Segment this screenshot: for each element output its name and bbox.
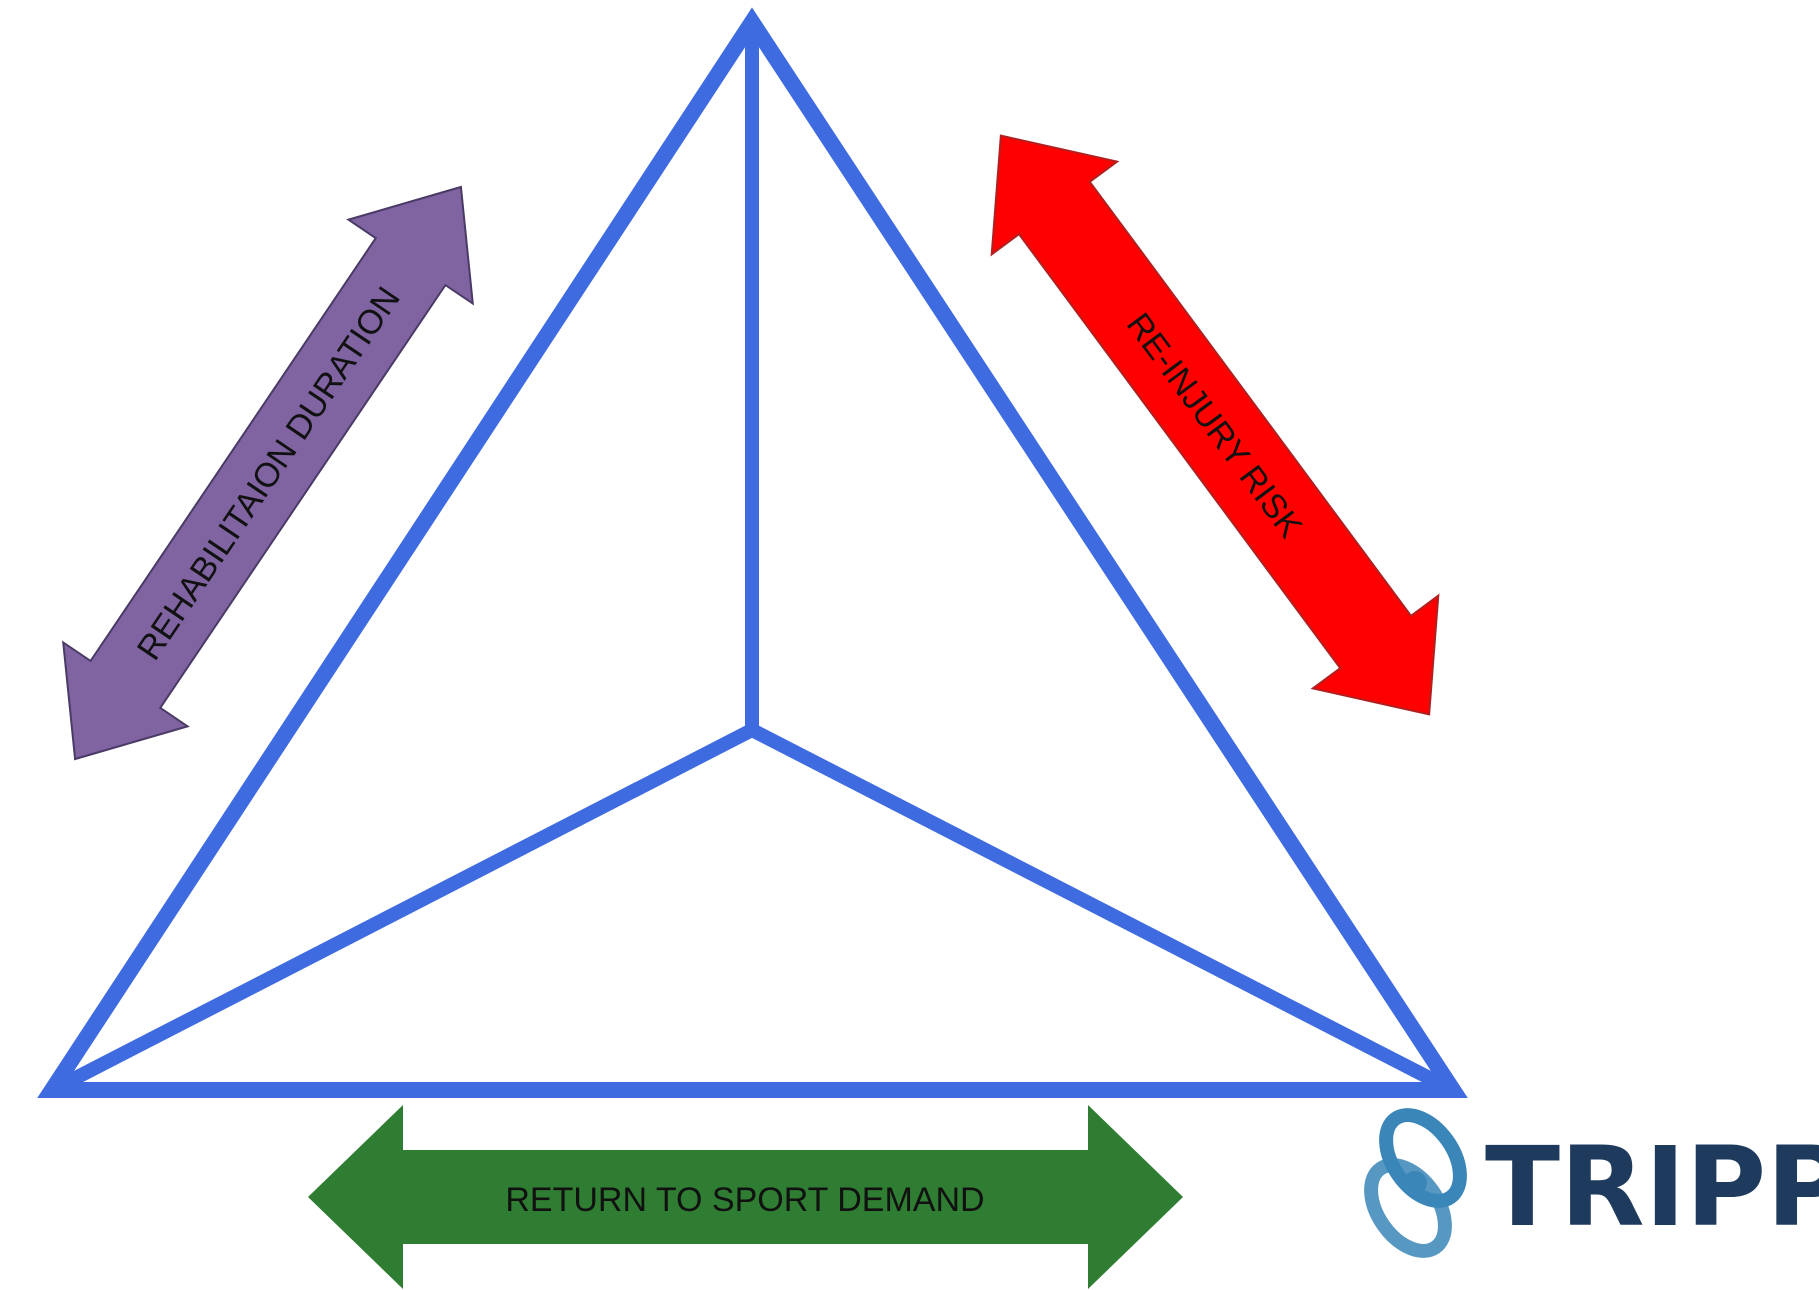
return-to-sport-arrow: RETURN TO SPORT DEMAND (308, 1105, 1183, 1289)
triangle-left-spoke (58, 723, 756, 1092)
tripp-logo: TRIPP (1364, 1108, 1819, 1258)
rehabilitation-arrow-shape (62, 185, 474, 761)
reinjury-risk-label: RE-INJURY RISK (1119, 306, 1310, 545)
triangle-outline (37, 7, 1468, 1098)
triangle-right-spoke (748, 723, 1447, 1092)
return-arrow-shape (308, 1105, 1183, 1289)
tripp-logo-text: TRIPP (1485, 1123, 1819, 1251)
triangle-framework (37, 7, 1468, 1098)
return-to-sport-label: RETURN TO SPORT DEMAND (505, 1181, 984, 1219)
rehabilitation-duration-arrow: REHABILITAION DURATION (62, 185, 474, 761)
interlinked-rings-icon (1364, 1108, 1467, 1258)
reinjury-arrow-shape (990, 134, 1440, 716)
